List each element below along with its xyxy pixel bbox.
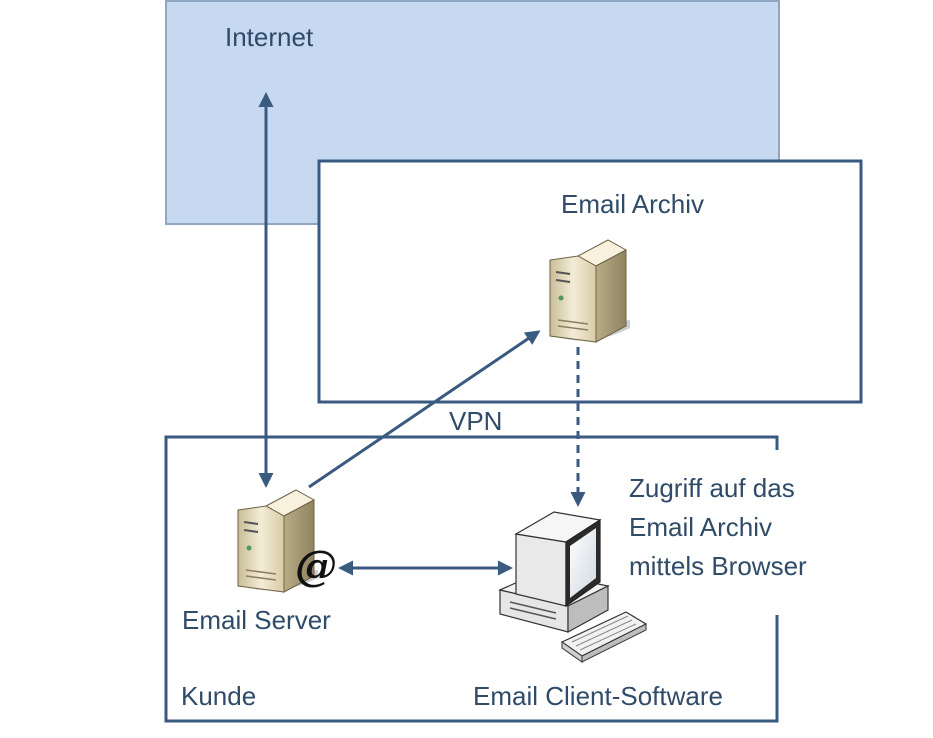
server-label: Email Server — [182, 605, 331, 635]
archive-label: Email Archiv — [561, 189, 704, 219]
client-computer-icon — [498, 511, 648, 663]
vpn-label: VPN — [449, 406, 502, 436]
mail-server-icon — [237, 489, 318, 593]
access-label-line-1: Zugriff auf das — [629, 473, 795, 503]
archive-server-icon — [549, 239, 630, 343]
customer-label: Kunde — [181, 681, 256, 711]
customer-zone — [164, 435, 779, 723]
at-sign-icon: @ — [295, 541, 337, 590]
internet-label: Internet — [225, 22, 314, 52]
client-label: Email Client-Software — [473, 681, 723, 711]
access-label-line-2: Email Archiv — [629, 512, 772, 542]
access-label-line-3: mittels Browser — [629, 551, 807, 581]
vpn-arrow — [308, 330, 541, 489]
